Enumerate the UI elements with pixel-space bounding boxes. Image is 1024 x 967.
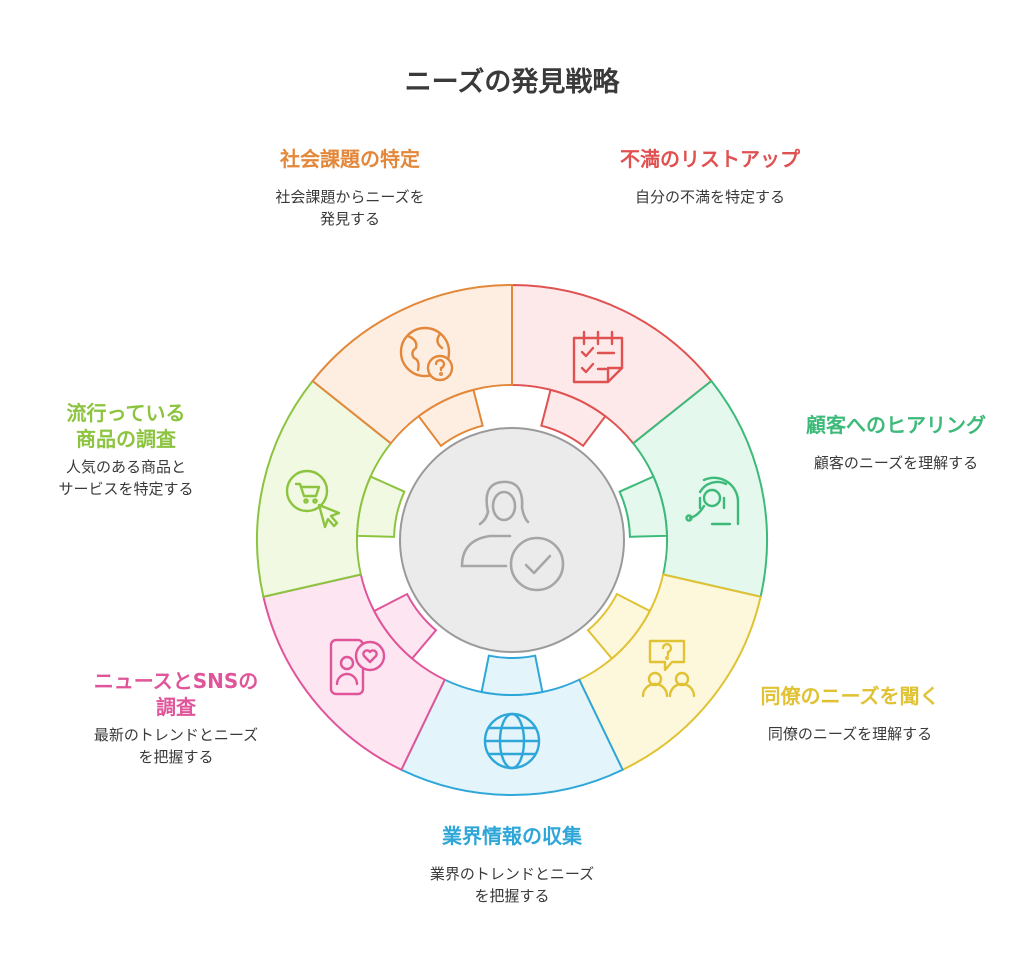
segment-tab-trending	[356, 475, 406, 538]
segment-gap	[419, 634, 483, 690]
segment-tab-social	[417, 388, 484, 448]
desc-trending: 人気のある商品と サービスを特定する	[16, 456, 236, 500]
heading-industry: 業界情報の収集	[442, 824, 582, 848]
segment-tab-news	[372, 592, 438, 660]
heading-social-issue: 社会課題の特定	[280, 147, 420, 171]
segment-gap	[588, 422, 649, 486]
checklist-icon	[572, 330, 624, 384]
desc-colleagues: 同僚のニーズを理解する	[767, 725, 933, 743]
desc-social-issue: 社会課題からニーズを 発見する	[200, 186, 500, 230]
desc-line: 社会課題からニーズを	[275, 188, 425, 206]
segment-tab-colleagues	[586, 592, 652, 660]
segment-tab-complaints	[540, 388, 607, 448]
shopping-cart-click-icon	[285, 469, 341, 529]
heading-line: 流行っている	[66, 401, 186, 425]
headset-agent-icon	[685, 476, 740, 526]
diagram-title: ニーズの発見戦略	[404, 67, 620, 98]
person-check-icon	[460, 480, 565, 592]
desc-complaints: 自分の不満を特定する	[634, 188, 785, 206]
heading-line: 商品の調査	[76, 427, 176, 451]
segment-gap	[358, 543, 405, 604]
desc-line: サービスを特定する	[58, 480, 194, 498]
social-media-icon	[329, 638, 386, 696]
heading-trending: 流行っている 商品の調査	[16, 400, 236, 452]
globe-question-icon	[399, 326, 454, 382]
segment-gap	[541, 634, 605, 690]
center-circle	[399, 427, 625, 653]
segment-gap	[375, 422, 436, 486]
desc-industry: 業界のトレンドとニーズ を把握する	[362, 863, 662, 907]
label-industry: 業界情報の収集 業界のトレンドとニーズ を把握する	[362, 823, 662, 907]
label-trending: 流行っている 商品の調査 人気のある商品と サービスを特定する	[16, 400, 236, 500]
heading-line: ニュースとSNSの	[93, 669, 259, 693]
group-question-icon	[641, 639, 696, 698]
label-news: ニュースとSNSの 調査 最新のトレンドとニーズ を把握する	[56, 668, 296, 768]
segment-tab-industry	[480, 654, 544, 696]
segment-gap	[481, 386, 543, 425]
label-colleagues: 同僚のニーズを聞く 同僚のニーズを理解する	[730, 683, 970, 745]
segment-tab-customer	[618, 475, 668, 538]
label-social-issue: 社会課題の特定 社会課題からニーズを 発見する	[200, 146, 500, 230]
heading-news: ニュースとSNSの 調査	[56, 668, 296, 720]
desc-news: 最新のトレンドとニーズ を把握する	[56, 724, 296, 768]
heading-customer: 顧客へのヒアリング	[806, 413, 986, 437]
label-complaints: 不満のリストアップ 自分の不満を特定する	[560, 146, 860, 208]
globe-icon	[483, 712, 541, 770]
desc-customer: 顧客のニーズを理解する	[813, 454, 979, 472]
heading-line: 調査	[156, 695, 196, 719]
desc-line: 業界のトレンドとニーズ	[429, 865, 595, 883]
desc-line: 最新のトレンドとニーズ	[93, 726, 259, 744]
segment-gap	[619, 543, 666, 604]
desc-line: を把握する	[138, 748, 214, 766]
desc-line: を把握する	[474, 887, 550, 905]
desc-line: 人気のある商品と	[65, 458, 186, 476]
heading-complaints: 不満のリストアップ	[620, 147, 800, 171]
desc-line: 発見する	[319, 210, 380, 228]
label-customer: 顧客へのヒアリング 顧客のニーズを理解する	[776, 412, 1016, 474]
heading-colleagues: 同僚のニーズを聞く	[760, 684, 940, 708]
